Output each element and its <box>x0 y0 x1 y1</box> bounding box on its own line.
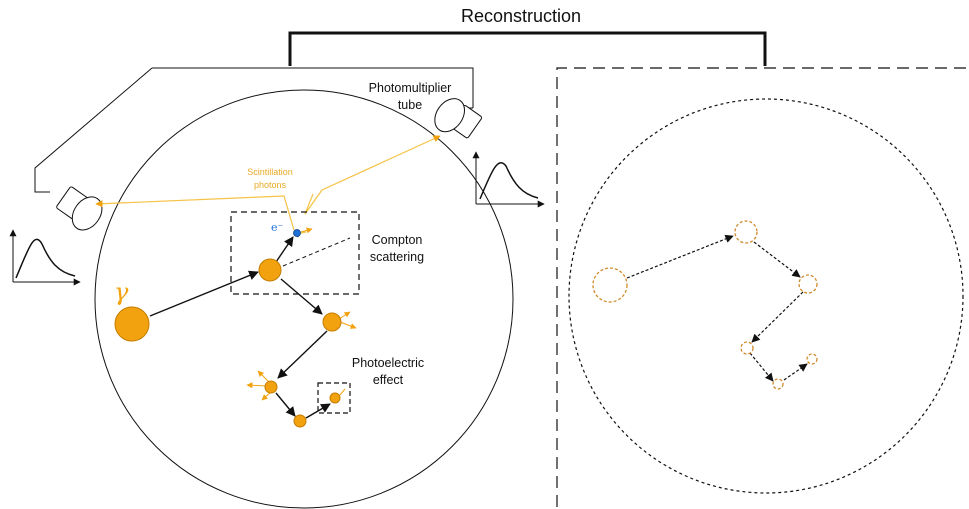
interaction-points <box>114 258 342 428</box>
pulse-waveform-right-icon <box>472 151 545 208</box>
compton-dashed-direction <box>282 237 351 267</box>
reconstructed-point-6 <box>806 353 818 365</box>
svg-text:Photoelectric: Photoelectric <box>352 356 424 370</box>
reconstruction-volume <box>568 98 964 494</box>
reconstructed-point-5 <box>772 378 784 390</box>
svg-text:scattering: scattering <box>370 250 424 264</box>
emission-arrows <box>246 227 357 401</box>
electron-symbol: e⁻ <box>271 221 284 234</box>
svg-text:photons: photons <box>254 180 287 190</box>
electron-point <box>293 229 301 237</box>
svg-text:Photomultiplier: Photomultiplier <box>369 81 452 95</box>
photomultiplier-tube-left-icon <box>56 186 103 231</box>
svg-text:Compton: Compton <box>372 233 423 247</box>
pulse-waveform-left-icon <box>9 229 81 286</box>
svg-text:Scintillation: Scintillation <box>247 167 293 177</box>
scintillation-label: Scintillation photons <box>247 167 293 190</box>
reconstructed-point-3 <box>798 274 818 294</box>
interaction-point-4 <box>293 414 307 428</box>
reconstruction-panel <box>556 67 969 507</box>
gamma-track <box>149 231 331 419</box>
photoelectric-label: Photoelectric effect <box>352 356 424 387</box>
compton-interaction-point <box>258 258 282 282</box>
photomultiplier-tube-right-icon <box>434 98 483 139</box>
interaction-point-3 <box>264 380 278 394</box>
detector-volume <box>94 89 514 509</box>
compton-label: Compton scattering <box>370 233 424 264</box>
reconstruction-title: Reconstruction <box>461 6 581 26</box>
reconstructed-points <box>592 220 818 390</box>
interaction-point-2 <box>322 312 342 332</box>
reconstructed-track-arrows <box>626 234 808 382</box>
reconstruction-bracket: Reconstruction <box>288 6 767 66</box>
svg-text:tube: tube <box>398 98 422 112</box>
reconstructed-point-4 <box>740 341 754 355</box>
photoelectric-box <box>317 382 351 414</box>
svg-text:effect: effect <box>373 373 404 387</box>
gamma-source-point <box>114 306 150 342</box>
compton-scattering-box <box>230 211 360 295</box>
reconstructed-point-2 <box>734 220 758 244</box>
photomultiplier-label: Photomultiplier tube <box>369 81 452 112</box>
gamma-symbol: γ <box>114 278 129 306</box>
reconstructed-point-1 <box>592 267 628 303</box>
photoelectric-point <box>329 392 341 404</box>
